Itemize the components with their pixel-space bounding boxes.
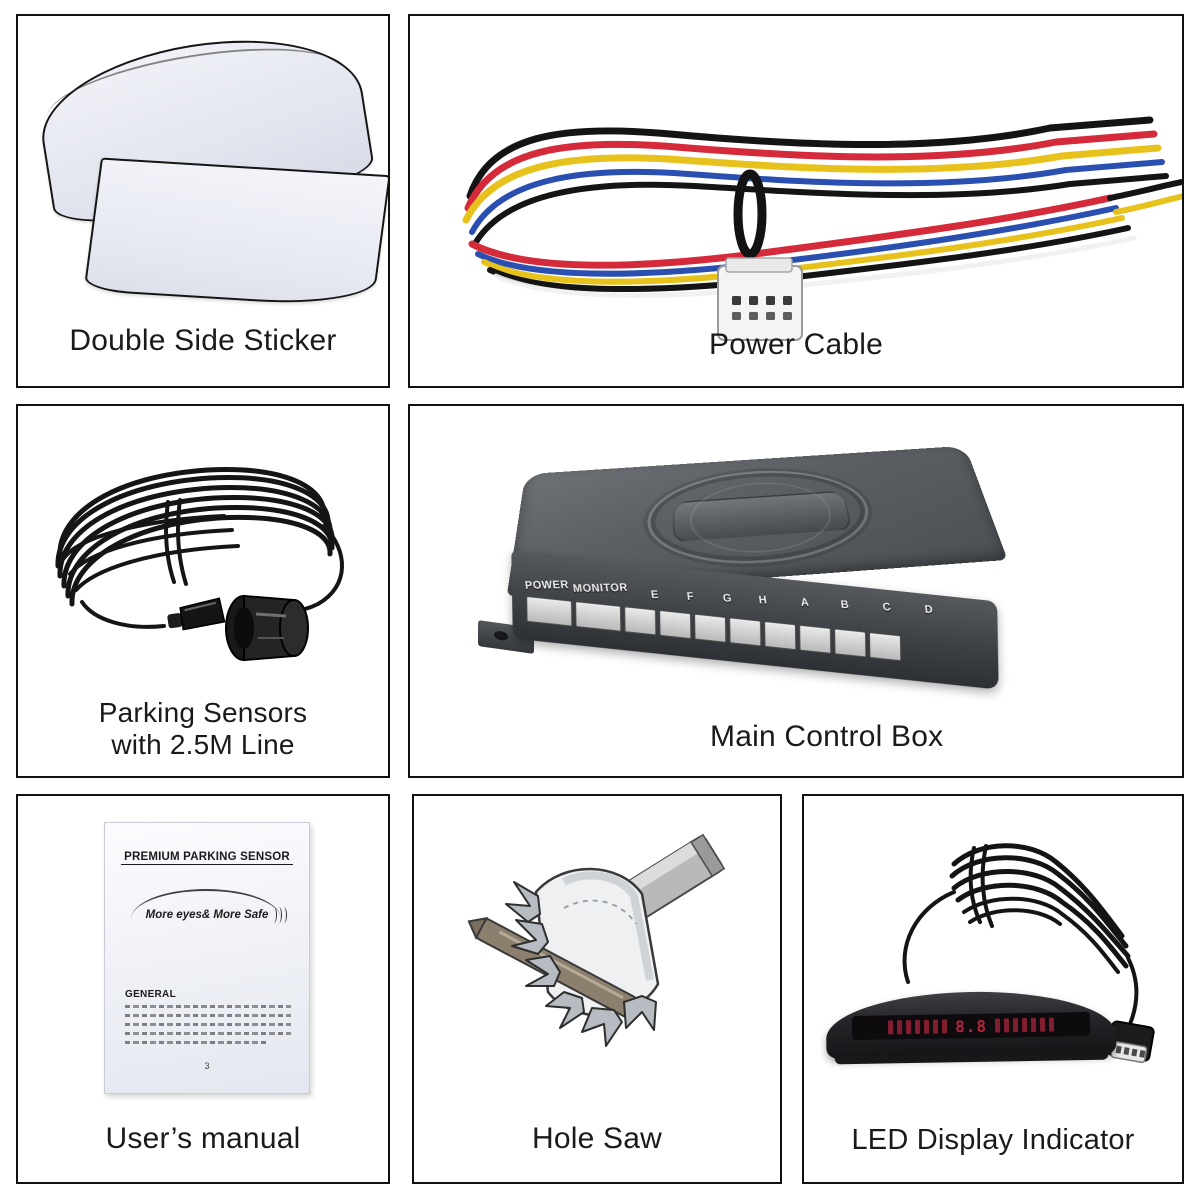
embossed-logo xyxy=(647,464,879,572)
panel-caption-parking-sensors: Parking Sensors with 2.5M Line xyxy=(98,697,308,760)
port-label-e: E xyxy=(650,588,660,602)
led-bar-segment xyxy=(914,1019,921,1034)
led-bar-segment xyxy=(932,1019,939,1034)
sensor-cable-drawing xyxy=(55,467,344,662)
panel-parking-sensors: Parking Sensors with 2.5M Line xyxy=(16,404,390,778)
panel-power-cable: Power Cable xyxy=(408,14,1184,388)
parking-sensor-image xyxy=(18,406,388,776)
port-label-d: D xyxy=(923,603,934,616)
led-display-image: 8.8 xyxy=(804,796,1182,1182)
signal-waves-icon xyxy=(271,907,287,923)
port-label-c: C xyxy=(881,601,893,614)
port-label-power: POWER xyxy=(524,579,570,592)
panel-caption-power-cable: Power Cable xyxy=(709,328,883,362)
led-bar-segment xyxy=(994,1018,1001,1033)
led-bar-segment xyxy=(1048,1017,1055,1032)
led-bar-segment xyxy=(1039,1017,1046,1032)
manual-cover-title: PREMIUM PARKING SENSOR xyxy=(121,851,293,865)
rectangular-sticker-sheet xyxy=(83,157,388,309)
car-silhouette-icon xyxy=(131,889,281,925)
panel-caption-main-control-box: Main Control Box xyxy=(710,720,944,754)
hole-saw-image xyxy=(414,796,780,1182)
port-h[interactable] xyxy=(729,617,762,647)
port-c[interactable] xyxy=(833,628,867,658)
manual-body-text xyxy=(125,1005,291,1050)
panel-users-manual: PREMIUM PARKING SENSOR More eyes& More S… xyxy=(16,794,390,1184)
port-label-a: A xyxy=(800,596,811,609)
ultrasonic-sensor-head xyxy=(225,594,309,662)
led-connector xyxy=(1106,1020,1155,1064)
sensor-plug xyxy=(167,597,226,631)
manual-page-number: 3 xyxy=(204,1061,210,1071)
panel-hole-saw: Hole Saw xyxy=(412,794,782,1184)
port-b[interactable] xyxy=(798,624,832,655)
port-d[interactable] xyxy=(868,632,902,662)
manual-cover-slogan: More eyes& More Safe xyxy=(145,909,269,921)
led-bar-segment xyxy=(1012,1018,1019,1033)
port-e[interactable] xyxy=(624,606,657,636)
led-bar-segment xyxy=(896,1020,903,1035)
port-strip xyxy=(520,591,991,675)
manual-section-heading: GENERAL xyxy=(125,989,176,1000)
panel-caption-users-manual: User’s manual xyxy=(105,1122,301,1156)
panel-led-display-indicator: 8.8 LED Display Indicator xyxy=(802,794,1184,1184)
port-label-monitor: MONITOR xyxy=(572,581,629,595)
led-bar-segment xyxy=(905,1020,912,1035)
port-power[interactable] xyxy=(526,595,573,627)
panel-caption-double-side-sticker: Double Side Sticker xyxy=(69,324,337,358)
led-cable-drawing xyxy=(902,843,1155,1064)
led-digit-readout: 8.8 xyxy=(954,1016,988,1036)
users-manual-image: PREMIUM PARKING SENSOR More eyes& More S… xyxy=(18,796,388,1182)
led-bar-segment xyxy=(887,1020,894,1035)
led-bar-segment xyxy=(1021,1018,1028,1033)
panel-caption-led-display-indicator: LED Display Indicator xyxy=(851,1123,1135,1156)
manual-cover-page: PREMIUM PARKING SENSOR More eyes& More S… xyxy=(104,822,310,1094)
panel-caption-hole-saw: Hole Saw xyxy=(532,1122,662,1156)
led-bar-segment xyxy=(923,1019,930,1034)
hole-saw-drawing xyxy=(467,833,726,1047)
led-bar-segment xyxy=(941,1019,948,1034)
port-label-b: B xyxy=(840,598,851,612)
led-screen: 8.8 xyxy=(851,1011,1091,1041)
panel-main-control-box: POWER MONITOR E F G H A B C D Main Contr… xyxy=(408,404,1184,778)
port-label-f: F xyxy=(686,590,695,603)
port-label-g: G xyxy=(722,592,733,605)
port-a[interactable] xyxy=(763,620,797,651)
port-g[interactable] xyxy=(694,613,727,643)
port-monitor[interactable] xyxy=(575,601,622,632)
led-bar-segment xyxy=(1003,1018,1010,1033)
port-f[interactable] xyxy=(659,609,692,640)
cable-connector xyxy=(717,257,803,341)
power-cable-image xyxy=(410,16,1182,386)
port-label-h: H xyxy=(758,594,769,607)
panel-double-side-sticker: Double Side Sticker xyxy=(16,14,390,388)
led-bar-segment xyxy=(1030,1017,1037,1032)
